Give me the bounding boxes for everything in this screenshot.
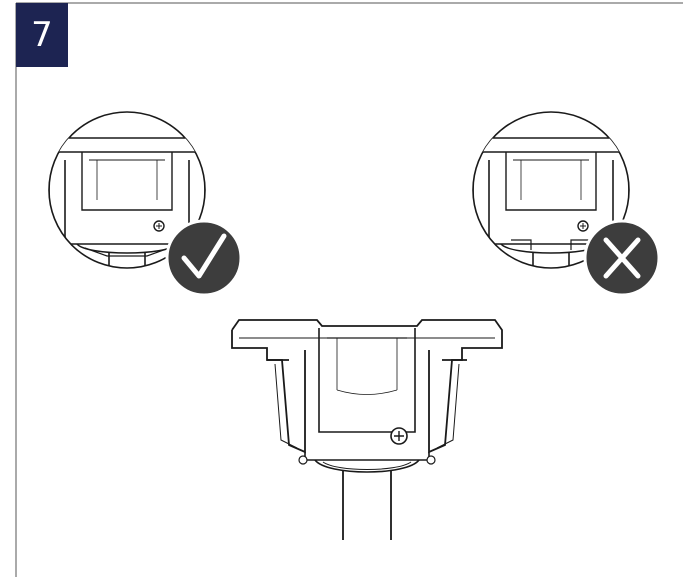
x-mark-icon bbox=[583, 219, 661, 297]
page-border bbox=[15, 2, 683, 577]
step-number: 7 bbox=[31, 15, 53, 55]
correct-detail-view bbox=[48, 111, 206, 269]
step-badge-background bbox=[16, 3, 68, 67]
checkmark-icon bbox=[165, 219, 243, 297]
ceiling-mount-main-view bbox=[231, 319, 503, 540]
incorrect-detail-view bbox=[472, 111, 630, 269]
